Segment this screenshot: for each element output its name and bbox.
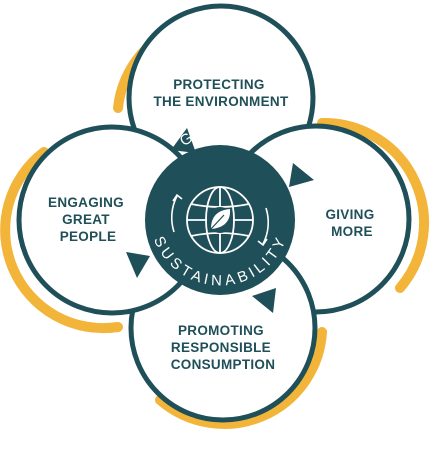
arrow-bottom-to-left-icon [126, 252, 150, 278]
globe-leaf-icon [186, 186, 254, 254]
arrow-top-to-right-icon [289, 163, 314, 187]
accent-arc-right [317, 117, 429, 293]
accent-arc-left [0, 147, 123, 334]
leaf-icon [207, 207, 233, 233]
hub-arrow-left-icon [170, 195, 178, 233]
arrow-left-to-top-icon [171, 128, 196, 153]
flow-arrows [126, 128, 314, 313]
hub-cycle-arrows [170, 193, 270, 247]
arrow-right-to-bottom-icon [252, 288, 276, 313]
hub-arrow-right-head [257, 238, 268, 247]
petal-left-label: ENGAGING GREAT PEOPLE [48, 195, 128, 244]
petal-top-label: PROTECTING THE ENVIRONMENT [153, 77, 288, 109]
petal-bottom-label: PROMOTING RESPONSIBLE CONSUMPTION [171, 323, 276, 372]
petal-right-label: GIVING MORE [325, 207, 378, 239]
hub-arrow-left-head [172, 193, 183, 202]
accent-arc-bottom [155, 327, 327, 429]
hub-arrow-right-icon [262, 207, 270, 245]
